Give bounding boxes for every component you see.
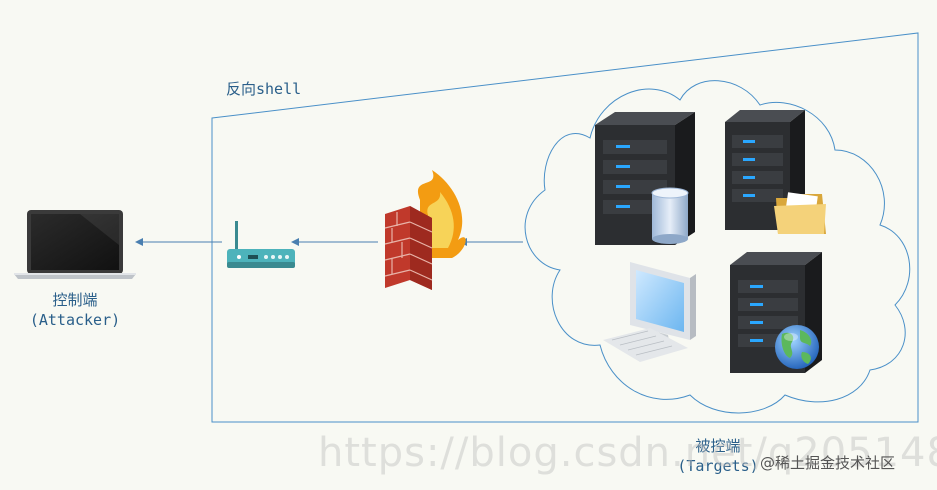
attacker-label: 控制端 (Attacker)	[20, 290, 130, 330]
targets-label-line1: 被控端	[695, 437, 741, 455]
attacker-label-line2: (Attacker)	[29, 311, 121, 329]
database-icon	[651, 187, 689, 244]
watermark-url: https://blog.csdn.net/q20514828	[318, 430, 937, 476]
targets-label-line2: (Targets)	[677, 457, 759, 475]
laptop-icon	[14, 210, 136, 279]
folder-icon	[774, 192, 826, 234]
reverse-shell-label: 反向shell	[226, 80, 302, 98]
router-icon	[227, 221, 295, 268]
globe-icon	[775, 325, 819, 369]
targets-cloud	[524, 80, 911, 414]
reverse-shell-region	[211, 32, 919, 423]
attacker-label-line1: 控制端	[52, 291, 98, 309]
targets-label: 被控端 (Targets)	[668, 436, 768, 476]
firewall-icon	[384, 170, 466, 290]
database-server-icon	[595, 112, 695, 245]
source-tag: @稀土掘金技术社区	[760, 454, 896, 472]
workstation-icon	[603, 262, 696, 362]
